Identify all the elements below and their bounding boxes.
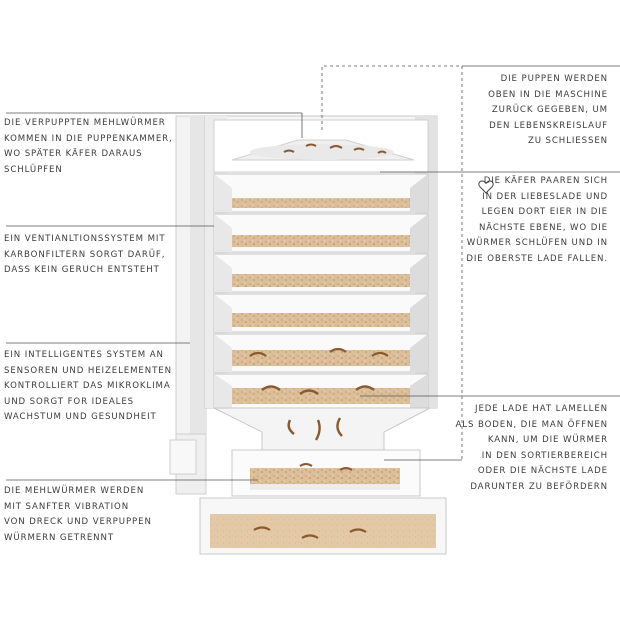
annotation-line: JEDE LADE HAT LAMELLEN: [475, 404, 608, 414]
annotation-smart-system: EIN INTELLIGENTES SYSTEM AN SENSOREN UND…: [4, 348, 172, 426]
annotation-line: DIE KÄFER PAAREN SICH: [483, 176, 608, 186]
annotation-line: ALS BODEN, DIE MAN ÖFFNEN: [455, 419, 608, 430]
annotation-line: VON DRECK UND VERPUPPEN: [4, 517, 152, 527]
leader-pupae-returned: [321, 65, 463, 460]
annotation-vibration: DIE MEHLWÜRMER WERDEN MIT SANFTER VIBRAT…: [4, 484, 152, 546]
annotation-line: OBEN IN DIE MASCHINE: [488, 89, 608, 100]
annotation-beetles-mate: DIE KÄFER PAAREN SICH IN DER LIEBESLADE …: [466, 174, 608, 267]
annotation-line: DEN LEBENSKREISLAUF: [489, 120, 608, 131]
drawer-2: [213, 213, 429, 253]
annotation-line: NÄCHSTE EBENE, WO DIE: [478, 222, 608, 233]
leader-lines: [6, 65, 620, 481]
annotation-line: EIN INTELLIGENTES SYSTEM AN: [4, 350, 164, 360]
annotation-pupae-chamber: DIE VERPUPPTEN MEHLWÜRMER KOMMEN IN DIE …: [4, 116, 173, 178]
annotation-pupae-returned: DIE PUPPEN WERDEN OBEN IN DIE MASCHINE Z…: [488, 72, 608, 150]
annotation-line: ZURÜCK GEGEBEN, UM: [491, 105, 608, 115]
annotation-line: EIN VENTIANLTIONSSYSTEM MIT: [4, 234, 166, 244]
annotation-line: KOMMEN IN DIE PUPPENKAMMER,: [4, 133, 173, 144]
annotation-line: UND SORGT FOR IDEALES: [4, 396, 135, 407]
drawer-stack: [213, 173, 429, 409]
rear-column: [169, 115, 207, 495]
annotation-line: KANN, UM DIE WÜRMER: [487, 435, 608, 445]
funnel: [213, 407, 431, 451]
annotation-line: WACHSTUM UND GESUNDHEIT: [4, 412, 157, 422]
annotation-line: MIT SANFTER VIBRATION: [4, 501, 130, 512]
annotation-line: DIE OBERSTE LADE FALLEN.: [466, 253, 608, 264]
annotation-line: LEGEN DORT EIER IN DIE: [481, 207, 608, 217]
drawer-3: [213, 253, 429, 293]
annotation-line: DIE MEHLWÜRMER WERDEN: [4, 486, 145, 496]
annotation-line: IN DER LIEBESLADE UND: [482, 191, 608, 202]
bottom-drawer: [199, 497, 447, 555]
annotation-line: SENSOREN UND HEIZELEMENTEN: [4, 365, 172, 376]
annotation-drawer-slats: JEDE LADE HAT LAMELLEN ALS BODEN, DIE MA…: [455, 402, 608, 495]
drawer-6: [213, 373, 429, 409]
drawer-5: [213, 333, 429, 373]
drawer-1: [213, 173, 429, 213]
annotation-line: WÜRMERN GETRENNT: [4, 532, 114, 543]
annotation-line: DASS KEIN GERUCH ENTSTEHT: [4, 265, 160, 275]
annotation-line: DIE VERPUPPTEN MEHLWÜRMER: [4, 118, 166, 128]
annotation-line: DARUNTER ZU BEFÖRDERN: [470, 481, 608, 492]
annotation-line: SCHLÜPFEN: [4, 164, 63, 175]
annotation-line: ZU SCHLIESSEN: [527, 136, 608, 146]
annotation-line: KONTROLLIERT DAS MIKROKLIMA: [4, 381, 171, 391]
heart-outline-icon: [478, 180, 494, 194]
annotation-line: WÜRMER SCHLÜFEN UND IN: [466, 238, 608, 248]
annotation-line: ODER DIE NÄCHSTE LADE: [477, 466, 608, 476]
annotation-line: KARBONFILTERN SORGT DARÜF,: [4, 249, 166, 260]
annotation-line: IN DEN SORTIERBEREICH: [481, 450, 608, 461]
annotation-ventilation: EIN VENTIANLTIONSSYSTEM MIT KARBONFILTER…: [4, 232, 165, 279]
pupa-chamber: [213, 119, 429, 173]
annotation-line: DIE PUPPEN WERDEN: [500, 74, 608, 84]
annotation-line: WO SPÄTER KÄFER DARAUS: [4, 149, 143, 159]
drawer-4: [213, 293, 429, 333]
sorting-tray: [231, 449, 421, 497]
